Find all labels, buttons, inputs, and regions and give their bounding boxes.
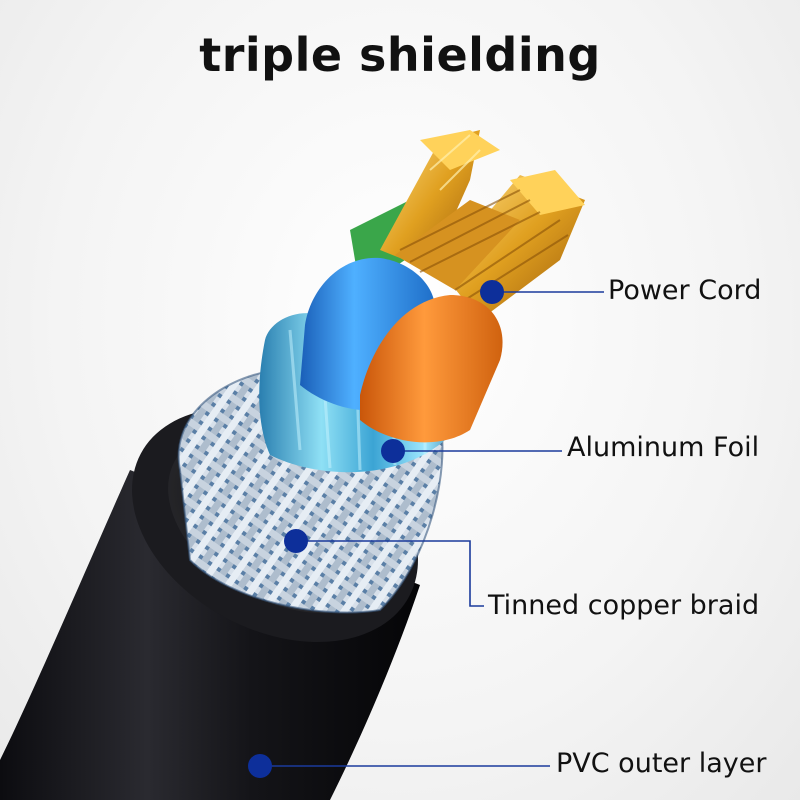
leader-lines	[260, 291, 604, 767]
label-tinned-copper-braid: Tinned copper braid	[488, 590, 760, 621]
page-title: triple shielding	[199, 28, 601, 82]
copper-strands	[380, 130, 585, 320]
leader-braid	[296, 540, 484, 607]
label-pvc-outer-layer: PVC outer layer	[556, 748, 767, 779]
label-power-cord: Power Cord	[608, 275, 762, 306]
marker-dot-power	[480, 280, 504, 304]
marker-dot-braid	[284, 529, 308, 553]
marker-dots	[248, 280, 504, 778]
marker-dot-foil	[381, 439, 405, 463]
wire-orange	[360, 295, 503, 443]
marker-dot-pvc	[248, 754, 272, 778]
label-aluminum-foil: Aluminum Foil	[567, 432, 760, 463]
